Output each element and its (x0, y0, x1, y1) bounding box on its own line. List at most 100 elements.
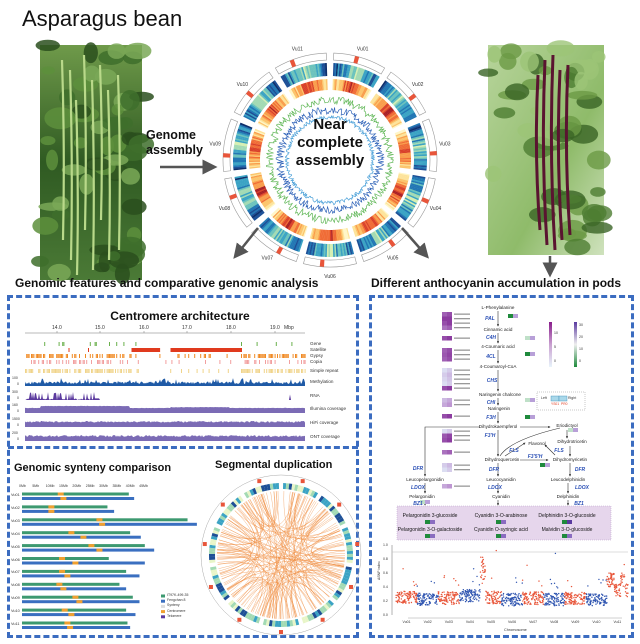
snp-point (521, 579, 524, 581)
snp-point (511, 602, 513, 604)
snp-point (561, 593, 563, 596)
colorbar-tick: 10 (554, 331, 558, 335)
snp-point (478, 594, 481, 597)
chromosome-label: Vu01 (357, 47, 369, 53)
duplication-link (288, 492, 303, 616)
snp-point (436, 603, 438, 605)
snp-point (458, 602, 460, 605)
snp-point (524, 600, 526, 603)
snp-point (450, 599, 452, 602)
centromere-mark (353, 55, 360, 64)
colorbar-expression (549, 322, 552, 367)
snp-point (456, 600, 458, 602)
snp-point (428, 593, 430, 595)
product-name: Pelargonidin 3-O-galactoside (397, 527, 463, 533)
snp-point (526, 598, 529, 601)
ref-chromosome-bar (22, 569, 127, 573)
snp-point (534, 603, 536, 605)
snp-point (592, 593, 594, 595)
snp-point (535, 593, 538, 596)
snp-point (622, 585, 624, 587)
compound-dihydroquercetin: Dihydroquercetin (484, 457, 520, 462)
snp-point (475, 590, 477, 592)
methylation-track (25, 378, 305, 386)
synteny-axis-tick: 5Mb (32, 484, 40, 488)
snp-point (543, 604, 546, 606)
snp-point (508, 599, 510, 602)
snp-point (515, 603, 517, 605)
snp-point (398, 597, 400, 599)
snp-point (563, 599, 566, 602)
synteny-chromosome-label: Vu07 (11, 570, 20, 575)
expression-heatmap-cell (442, 372, 447, 377)
snp-point (491, 597, 493, 600)
snp-point (530, 603, 532, 605)
snp-point (579, 596, 581, 599)
query-chromosome-bar (22, 548, 155, 552)
snp-point (451, 603, 453, 605)
duplication-link (234, 508, 326, 533)
snp-point (472, 600, 474, 603)
snp-point (615, 591, 617, 594)
snp-point (417, 594, 420, 596)
snp-point (556, 601, 558, 603)
snp-point (621, 581, 623, 584)
snp-point (585, 598, 588, 600)
snp-point (474, 594, 476, 596)
compound-leucopelargonidin: Leucopelargonidin (406, 477, 444, 482)
snp-point (419, 604, 421, 606)
duplication-link (221, 571, 317, 609)
snp-point (502, 594, 504, 596)
centromere-mark (388, 239, 396, 248)
snp-point (525, 592, 528, 595)
snp-point (606, 580, 608, 583)
scale-max-label: 100 (12, 376, 18, 380)
metabolite-heatmap-cell (525, 398, 530, 402)
snp-point (501, 599, 503, 602)
duplication-link (293, 496, 308, 614)
snp-point (512, 597, 515, 599)
snp-point (437, 598, 440, 601)
duplication-link (225, 523, 342, 576)
snp-point (413, 591, 415, 593)
snp-point (424, 599, 427, 601)
snp-point (567, 593, 570, 596)
enzyme-4cl: 4CL (486, 354, 496, 360)
snp-point (625, 583, 628, 585)
duplication-link (246, 584, 277, 619)
snp-point (601, 594, 604, 596)
axis-tick-label: 19.0 (270, 325, 280, 331)
snp-point (621, 572, 623, 574)
snp-point (507, 593, 509, 596)
snp-point (558, 592, 560, 595)
page-title: Asparagus bean (22, 6, 183, 31)
snp-point (541, 585, 543, 587)
snp-point (446, 593, 449, 596)
snp-point (583, 598, 586, 600)
legend-swatch (161, 615, 165, 619)
snp-point (607, 585, 610, 588)
compound-leucodelphinidin: Leucodelphinidin (550, 477, 586, 482)
snp-point (590, 600, 592, 602)
snp-point (501, 597, 503, 599)
snp-point (416, 597, 418, 599)
snp-point (435, 599, 438, 601)
snp-point (542, 593, 545, 596)
centromere-mark (229, 193, 238, 200)
snp-point (535, 603, 537, 606)
snp-point (496, 592, 498, 595)
snp-point (401, 595, 403, 598)
snp-point (557, 596, 559, 599)
snp-point (619, 592, 621, 595)
duplication-link (218, 539, 308, 614)
snp-point (513, 605, 515, 607)
x-tick-label: Vu11 (613, 620, 622, 624)
centromere-mark (421, 197, 430, 204)
snp-point (495, 594, 497, 597)
snp-point (532, 593, 534, 596)
snp-point (600, 601, 602, 604)
duplication-link (262, 550, 345, 617)
